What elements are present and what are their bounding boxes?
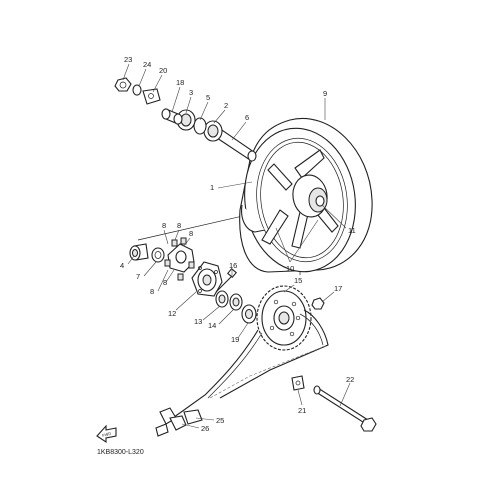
callout-15: 15 [294,276,302,285]
callout-21: 21 [298,406,306,415]
clutch-hub-12 [191,261,223,297]
callout-23: 23 [124,55,132,64]
callout-8-c: 8 [189,229,193,238]
rear-axle-22 [313,385,377,432]
callout-17: 17 [334,284,342,293]
diagram-code: 1KB8300-L320 [97,449,144,456]
callout-9: 9 [323,89,327,98]
adjuster-plate-20 [142,88,161,105]
oil-seal-3 [176,109,196,131]
callout-2: 2 [224,101,228,110]
drive-chain [155,309,329,437]
callout-13: 13 [194,317,202,326]
callout-16: 16 [229,261,237,270]
callout-1: 1 [210,183,214,192]
svg-text:FWD: FWD [102,431,112,438]
front-direction-arrow-icon: FWD [96,424,117,444]
bearing-19 [241,304,257,324]
driven-sprocket-15 [256,285,312,351]
callout-19: 19 [231,335,239,344]
wheel-hub [261,149,339,249]
callout-7: 7 [136,272,140,281]
callout-8-a: 8 [162,221,166,230]
bearing-4 [129,243,149,261]
callout-5: 5 [206,93,210,102]
collar-13 [215,290,229,308]
callout-6: 6 [245,113,249,122]
callout-8-d: 8 [150,287,154,296]
callout-8-e: 8 [163,278,167,287]
nut-17 [311,297,325,310]
damper-8 [164,237,195,281]
circlip-5 [193,117,207,135]
adjuster-block-21 [291,375,305,391]
callout-18: 18 [176,78,184,87]
collar-18 [161,108,183,125]
washer-24 [132,84,142,96]
leader-lines [122,63,351,429]
collar-7 [151,247,165,263]
callout-10: 10 [286,264,294,273]
callout-26: 26 [201,424,209,433]
callout-20: 20 [159,66,167,75]
callout-8-b: 8 [177,221,181,230]
bearing-2 [203,120,223,142]
nut-23 [114,77,132,92]
callout-4: 4 [120,261,124,270]
callout-22: 22 [346,375,354,384]
callout-24: 24 [143,60,151,69]
callout-25: 25 [216,416,224,425]
oil-seal-14 [229,293,243,311]
callout-11: 11 [348,226,356,235]
callout-labels: 23 24 20 18 3 5 2 6 9 1 11 10 8 8 8 4 7 … [120,55,356,433]
callout-12: 12 [168,309,176,318]
callout-14: 14 [208,321,216,330]
callout-3: 3 [189,88,193,97]
